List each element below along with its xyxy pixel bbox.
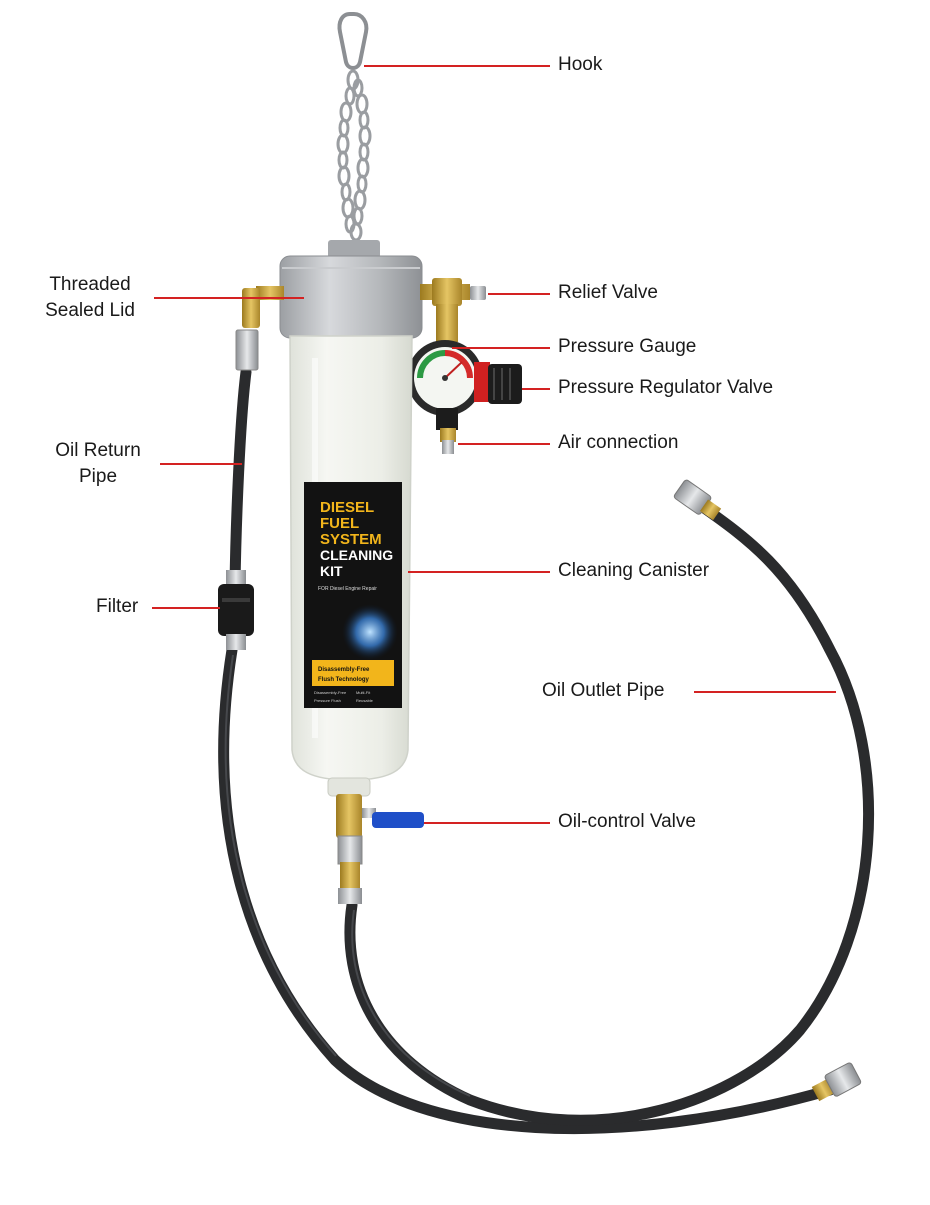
sticker-line4: CLEANING — [320, 547, 393, 563]
sticker-badge-line1: Disassembly-Free — [318, 667, 370, 673]
sticker-feature1: Disassembly-Free — [314, 690, 347, 695]
cleaning-canister-leader — [408, 571, 550, 573]
threaded-lid-leader — [154, 297, 304, 299]
sticker-feature2: Multi-Fit — [356, 690, 371, 695]
pressure-gauge-leader — [452, 347, 550, 349]
label-filter-text: Filter — [96, 596, 139, 617]
relief-valve-leader — [488, 293, 550, 295]
label-air-connection-text: Air connection — [558, 432, 679, 453]
label-oil-control-valve-text: Oil-control Valve — [558, 811, 696, 832]
sticker-feature3: Pressure Flush — [314, 698, 341, 703]
label-threaded-line1: Threaded — [49, 274, 131, 295]
label-pressure-regulator-text: Pressure Regulator Valve — [558, 377, 774, 398]
return-pipe-fitting — [811, 1062, 862, 1102]
oil-outlet-hose — [344, 499, 875, 1126]
product-sticker: DIESEL FUEL SYSTEM CLEANING KIT FOR Dies… — [304, 482, 402, 708]
filter-leader — [152, 607, 220, 609]
label-hook: Hook — [558, 52, 602, 78]
oil-return-leader — [160, 463, 242, 465]
outlet-pipe-fitting — [673, 479, 722, 521]
label-pressure-gauge: Pressure Gauge — [558, 334, 696, 360]
sticker-line1: DIESEL — [320, 499, 374, 516]
sticker-subtitle: FOR Diesel Engine Repair — [318, 586, 377, 592]
label-filter: Filter — [96, 594, 138, 620]
label-hook-text: Hook — [558, 54, 603, 75]
oil-control-valve-leader — [424, 822, 550, 824]
pressure-regulator-valve — [436, 362, 522, 430]
label-oil-return-line2: Pipe — [78, 466, 118, 487]
label-threaded-sealed-lid: Threaded Sealed Lid — [36, 272, 144, 324]
oil-control-valve — [336, 794, 424, 904]
label-relief-valve-text: Relief Valve — [558, 282, 658, 303]
label-air-connection: Air connection — [558, 430, 678, 456]
carabiner-hook-icon — [337, 12, 369, 70]
relief-valve-fitting — [420, 278, 486, 342]
label-pressure-regulator: Pressure Regulator Valve — [558, 375, 773, 401]
oil-return-hose — [218, 366, 836, 1135]
inline-filter — [218, 570, 254, 650]
label-oil-return-line1: Oil Return — [55, 440, 141, 461]
sticker-feature4: Reusable — [356, 698, 374, 703]
oil-outlet-leader — [694, 691, 836, 693]
label-oil-outlet-pipe-text: Oil Outlet Pipe — [542, 680, 665, 701]
label-cleaning-canister: Cleaning Canister — [558, 558, 709, 584]
regulator-leader — [522, 388, 550, 390]
label-oil-return-pipe: Oil Return Pipe — [40, 438, 156, 490]
sticker-line5: KIT — [320, 563, 343, 579]
sticker-line3: SYSTEM — [320, 531, 382, 548]
pressure-gauge-icon — [407, 340, 483, 416]
label-relief-valve: Relief Valve — [558, 280, 658, 306]
chain-icon — [336, 69, 372, 242]
label-oil-outlet-pipe: Oil Outlet Pipe — [542, 678, 665, 704]
sticker-badge-line2: Flush Technology — [318, 677, 370, 683]
label-pressure-gauge-text: Pressure Gauge — [558, 336, 697, 357]
air-connection-fitting — [440, 428, 456, 454]
label-cleaning-canister-text: Cleaning Canister — [558, 560, 710, 581]
hook-leader — [364, 65, 550, 67]
label-threaded-line2: Sealed Lid — [45, 300, 135, 321]
label-oil-control-valve: Oil-control Valve — [558, 809, 696, 835]
air-connection-leader — [458, 443, 550, 445]
sticker-line2: FUEL — [320, 515, 359, 532]
threaded-sealed-lid — [279, 240, 423, 339]
